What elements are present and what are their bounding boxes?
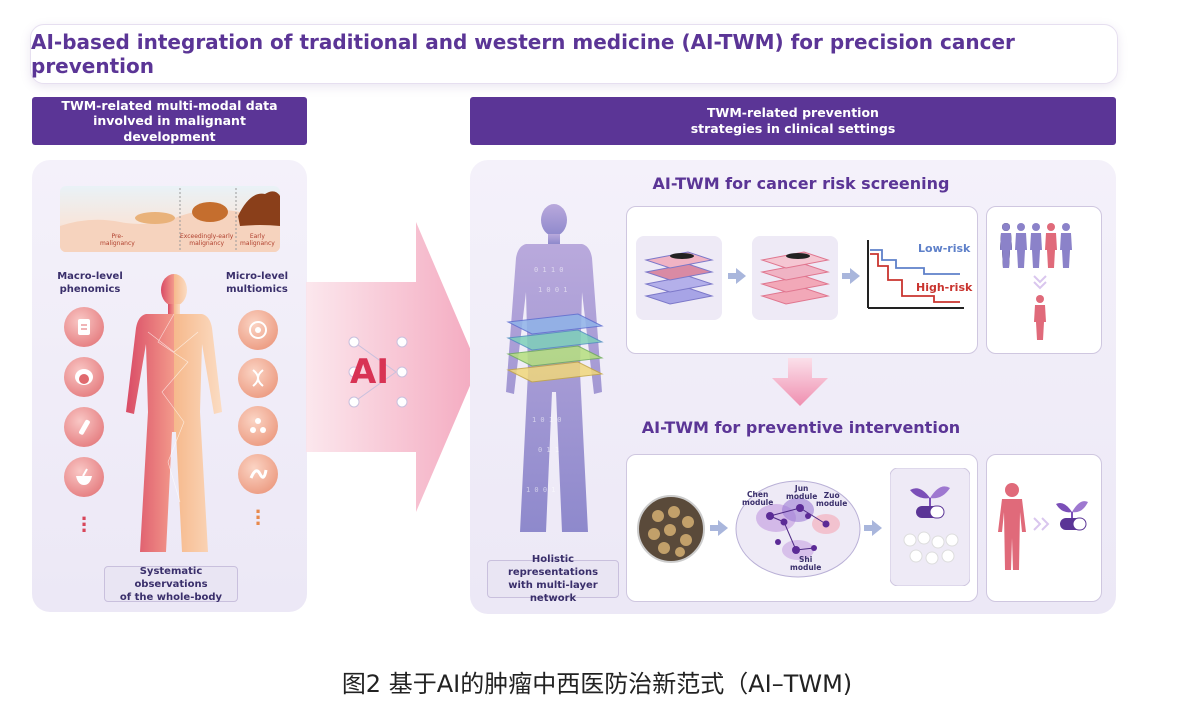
arrow-right-2 — [842, 268, 860, 284]
micro-label: Micro-level multiomics — [225, 271, 289, 295]
more-dots-right: ... — [254, 497, 262, 530]
arrow-right-4 — [864, 520, 882, 536]
outcome-illustration — [998, 483, 1088, 570]
svg-text:1 0 0 1: 1 0 0 1 — [526, 486, 556, 494]
label-early-malignancy: Early malignancy — [240, 233, 275, 247]
left-header: TWM-related multi-modal data involved in… — [32, 97, 307, 145]
svg-text:1 0 1 0: 1 0 1 0 — [532, 416, 562, 424]
low-risk-label: Low-risk — [918, 242, 971, 255]
tissue-illustration — [60, 188, 280, 252]
prescription-card — [890, 468, 970, 586]
figure-title: AI-based integration of traditional and … — [31, 30, 1015, 78]
high-risk-label: High-risk — [916, 281, 973, 294]
label-exceedingly-early: Exceedingly-early malignancy — [180, 233, 234, 247]
human-body-figure — [126, 274, 222, 552]
image-stack-1 — [636, 236, 722, 320]
left-caption-box: Systematic observations of the whole-bod… — [104, 566, 238, 603]
label-premalignancy: Pre- malignancy — [100, 233, 135, 247]
macro-label: Macro-level phenomics — [57, 271, 123, 295]
arrow-right-1 — [728, 268, 746, 284]
tissue-progression-image: Pre- malignancy Exceedingly-early malign… — [60, 186, 280, 252]
down-arrow — [772, 358, 828, 406]
svg-text:0 1 1: 0 1 1 — [538, 446, 559, 454]
right-header-text: TWM-related prevention strategies in cli… — [690, 105, 896, 136]
right-header: TWM-related prevention strategies in cli… — [470, 97, 1116, 145]
ai-label: AI — [350, 352, 389, 392]
screening-title: AI-TWM for cancer risk screening — [652, 174, 950, 193]
protein-icon — [238, 454, 278, 494]
test-tube-icon — [64, 407, 104, 447]
intervention-title: AI-TWM for preventive intervention — [641, 418, 961, 437]
tongue-icon — [64, 357, 104, 397]
mortar-icon — [64, 457, 104, 497]
more-dots-left: ... — [80, 504, 88, 537]
ai-arrow — [306, 222, 478, 512]
molecule-icon — [238, 406, 278, 446]
arrow-right-3 — [710, 520, 728, 536]
dna-icon — [238, 358, 278, 398]
chen-module-label: Chen module — [742, 490, 774, 508]
svg-text:0 1 1 0: 0 1 1 0 — [534, 266, 564, 274]
left-header-text: TWM-related multi-modal data involved in… — [61, 97, 278, 144]
svg-text:1 0 0 1: 1 0 0 1 — [538, 286, 568, 294]
jun-module-label: Jun module — [786, 484, 818, 502]
tongue-chart-icon — [64, 307, 104, 347]
module-network — [735, 480, 861, 578]
cell-icon — [238, 310, 278, 350]
title-box: AI-based integration of traditional and … — [30, 24, 1118, 84]
zuo-module-label: Zuo module — [816, 491, 848, 509]
figure-caption: 图2 基于AI的肿瘤中西医防治新范式（AI–TWM) — [341, 670, 853, 698]
shi-module-label: Shi module — [790, 555, 822, 573]
population-figures — [1000, 223, 1072, 340]
holistic-caption-box: Holistic representations with multi-laye… — [487, 554, 619, 604]
holistic-body-figure: 0 1 1 0 1 0 0 1 1 0 1 0 0 1 1 1 0 0 1 — [506, 204, 604, 532]
image-stack-2 — [752, 236, 838, 320]
survival-curve-chart — [867, 240, 964, 309]
herbs-dish — [637, 495, 705, 563]
